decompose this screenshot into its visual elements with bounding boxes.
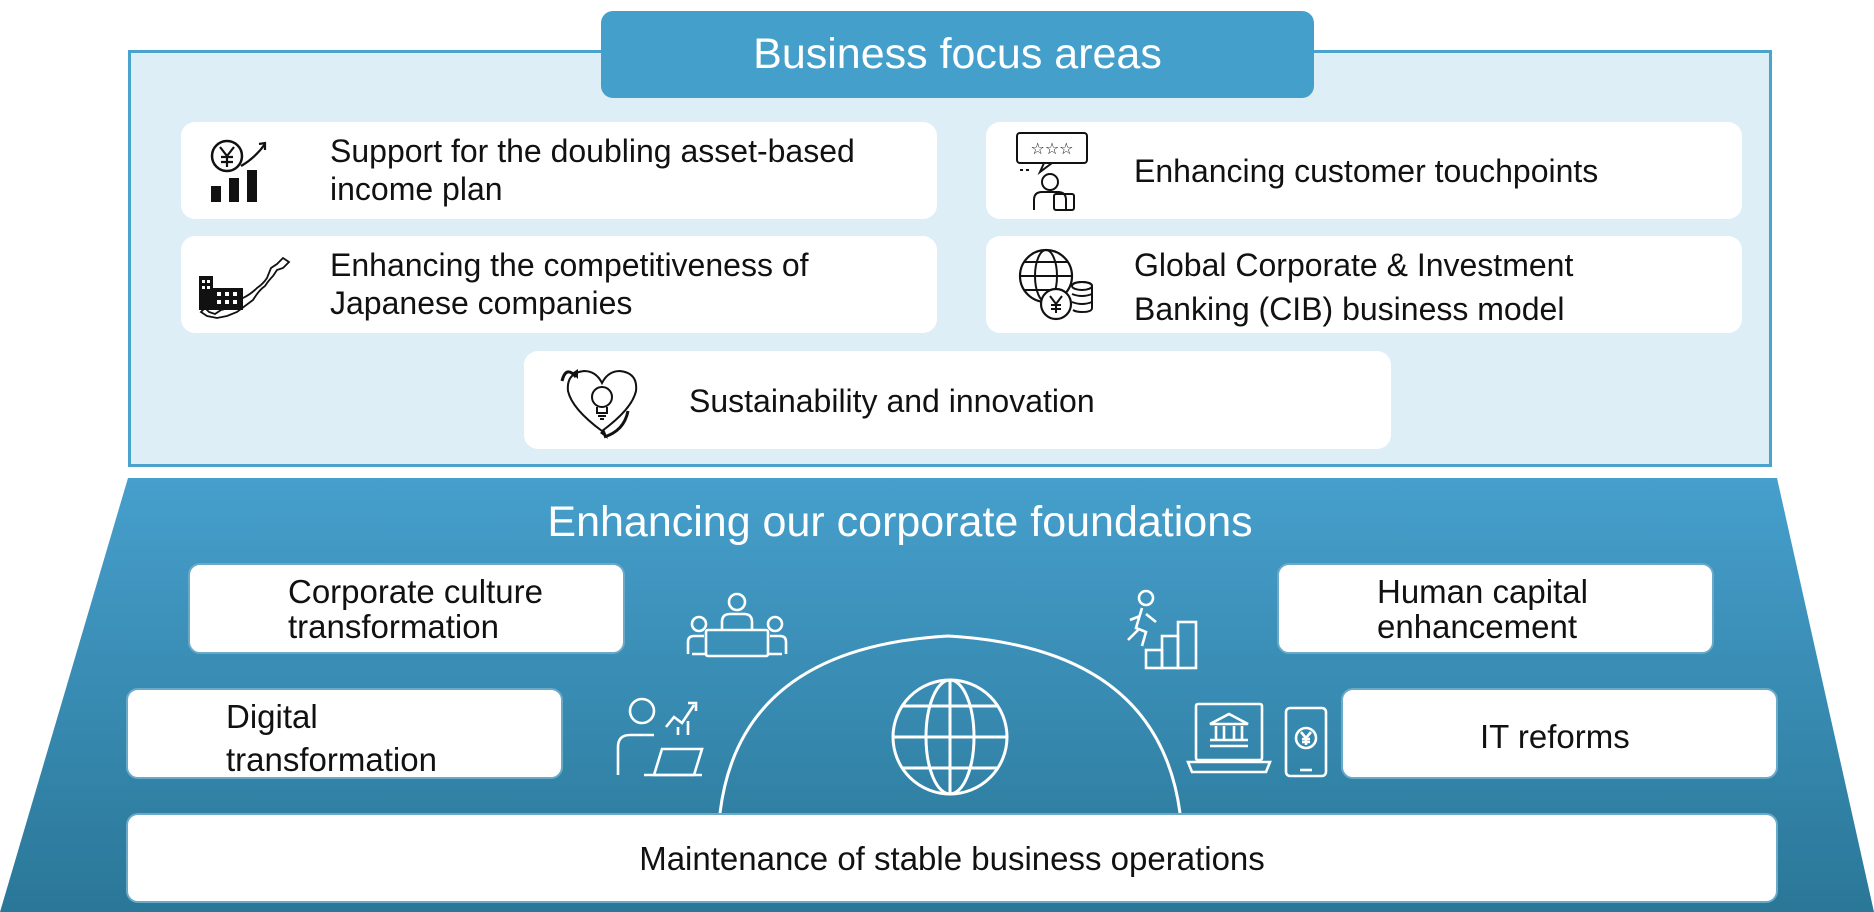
focus-card-line1: Enhancing customer touchpoints <box>1134 153 1599 189</box>
person-laptop-growth-icon <box>616 697 704 777</box>
focus-card-sustainability: Sustainability and innovation <box>524 351 1391 449</box>
base-label: Maintenance of stable business operation… <box>639 840 1265 877</box>
svg-text:☆☆☆: ☆☆☆ <box>1030 139 1073 158</box>
foundations-title: Enhancing our corporate foundations <box>547 498 1253 546</box>
focus-card-customer-touchpoints: ☆☆☆ Enhancing customer touchpoints <box>986 122 1742 219</box>
foundation-label-line1: Corporate culture <box>288 573 543 610</box>
focus-card-japanese-companies: Enhancing the competitiveness of Japanes… <box>181 236 937 333</box>
customer-rating-icon: ☆☆☆ <box>1016 132 1088 211</box>
business-focus-title: Business focus areas <box>601 11 1314 98</box>
laptop-bank-mobile-yen-icon <box>1186 702 1328 778</box>
focus-card-line1: Support for the doubling asset-based <box>330 133 855 169</box>
focus-card-line1: Enhancing the competitiveness of <box>330 247 809 283</box>
foundation-label-line1: Human capital <box>1377 573 1588 610</box>
focus-card-cib-model: Global Corporate & Investment Banking (C… <box>986 236 1742 333</box>
foundation-base-stable-operations: Maintenance of stable business operation… <box>126 813 1778 903</box>
japan-industry-map-icon <box>199 256 291 319</box>
focus-card-line1: Sustainability and innovation <box>689 383 1095 419</box>
focus-card-line2: Banking (CIB) business model <box>1134 291 1565 328</box>
foundation-label-line2: transformation <box>226 740 437 778</box>
foundation-label-line2: transformation <box>288 607 499 645</box>
focus-card-asset-income: Support for the doubling asset-based inc… <box>181 122 937 219</box>
globe-icon <box>891 678 1009 796</box>
meeting-table-icon <box>686 592 788 658</box>
foundation-label-line1: IT reforms <box>1480 718 1630 755</box>
foundation-corporate-culture: Corporate culture transformation <box>188 563 625 654</box>
heart-lightbulb-cycle-icon <box>560 369 638 439</box>
foundation-label-line1: Digital <box>226 698 318 735</box>
foundation-label-line2: enhancement <box>1377 607 1577 645</box>
yen-growth-chart-icon <box>210 139 267 202</box>
focus-card-line2: Japanese companies <box>330 285 633 322</box>
foundation-it-reforms: IT reforms <box>1341 688 1778 779</box>
focus-card-line1: Global Corporate & Investment <box>1134 247 1574 283</box>
globe-yen-coins-icon <box>1018 248 1093 321</box>
focus-card-line2: income plan <box>330 171 503 208</box>
foundation-digital-transformation: Digital transformation <box>126 688 563 779</box>
climbing-stairs-person-icon <box>1127 589 1198 670</box>
foundation-human-capital: Human capital enhancement <box>1277 563 1714 654</box>
